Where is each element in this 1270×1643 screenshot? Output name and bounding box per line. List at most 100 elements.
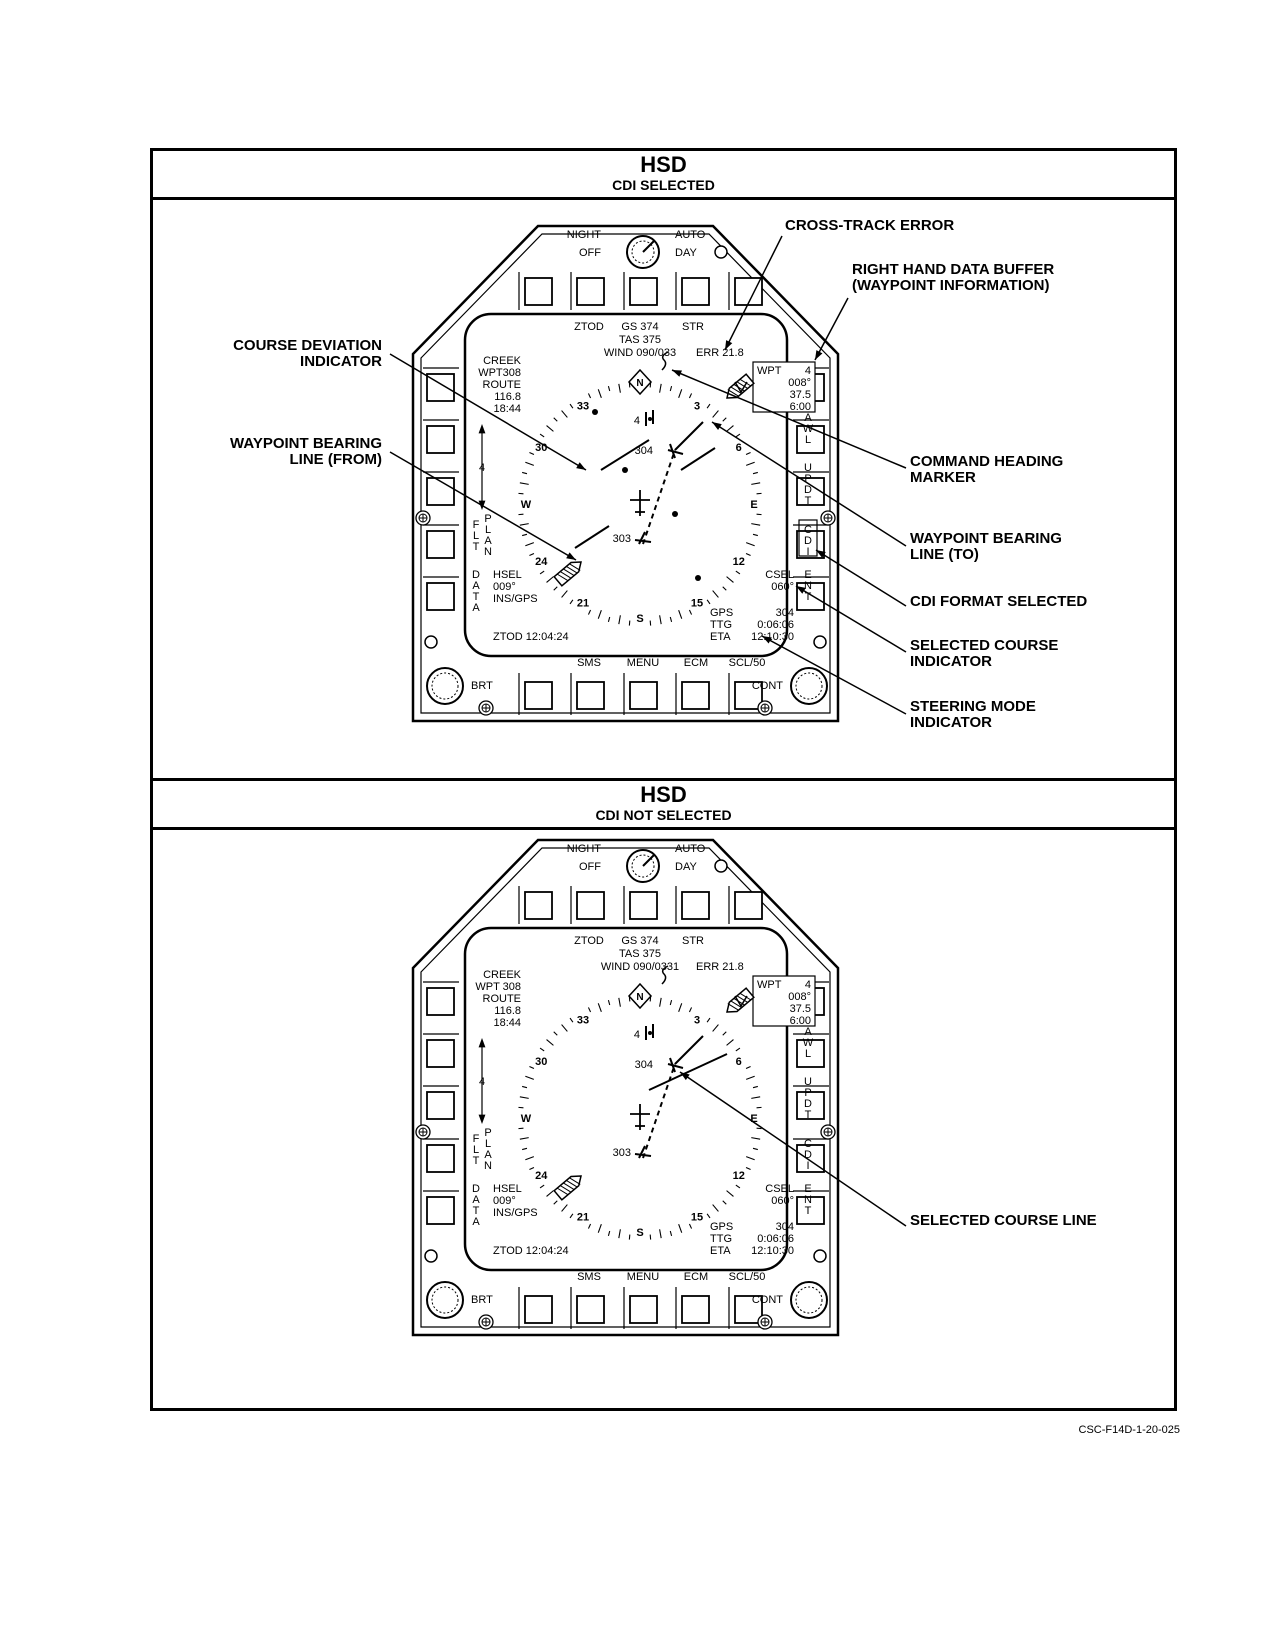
compass-tick (659, 1229, 662, 1239)
compass-north: N (636, 992, 643, 1003)
document-id: CSC-F14D-1-20-025 (1078, 1424, 1180, 1436)
compass-tick (712, 1024, 719, 1032)
callout-bearing-from: WAYPOINT BEARING (230, 435, 382, 452)
callout-leader (814, 297, 849, 361)
compass-tick (539, 1047, 545, 1052)
knob-label-night: NIGHT (567, 229, 602, 241)
compass-tick (525, 461, 535, 466)
bottom-option-0: SMS (577, 657, 601, 669)
pointer-hatch (556, 573, 569, 582)
knob-pointer (642, 240, 655, 253)
brt-label: BRT (471, 680, 493, 692)
light-sensor-icon (714, 859, 728, 873)
indicator-light-icon (813, 635, 827, 649)
right-data-buffer (752, 361, 816, 413)
bezel-button-left (426, 582, 455, 611)
course-number: 4 (634, 415, 640, 427)
compass-tick (618, 1229, 621, 1239)
steering-mode: GPS (710, 607, 733, 619)
compass-tick (529, 552, 535, 557)
compass-tick (519, 482, 529, 485)
option-plan: L (485, 1138, 491, 1150)
bezel-button-left (426, 1091, 455, 1120)
bottom-option-3: SCL/50 (729, 657, 766, 669)
heading-select: HSEL (493, 569, 522, 581)
compass-label: 3 (694, 400, 700, 412)
compass-tick (751, 482, 761, 485)
compass-tick (712, 590, 719, 598)
option-updt: P (804, 1087, 811, 1099)
compass-tick (735, 570, 741, 575)
option-awl: W (803, 423, 814, 435)
compass-tick (722, 1200, 727, 1205)
compass-tick (587, 609, 592, 615)
indicator-light-icon (424, 1249, 438, 1263)
compass-tick (659, 997, 662, 1007)
compass-tick (735, 1184, 741, 1189)
callout-cross-track-error: CROSS-TRACK ERROR (785, 217, 954, 234)
bezel-button-bottom (734, 681, 763, 710)
compass-tick (587, 393, 592, 399)
option-flt: L (473, 1144, 479, 1156)
bezel-button-left (426, 1039, 455, 1068)
pointer-hatch (727, 1003, 739, 1011)
compass-tick (587, 1223, 592, 1229)
option-ent: T (805, 591, 812, 603)
cross-track-error: ERR 21.8 (696, 961, 744, 973)
bezel-button-top (734, 277, 763, 306)
wind-readout: WIND 090/033 (604, 347, 676, 359)
indicator-light-icon (424, 635, 438, 649)
bezel-button-bottom (629, 681, 658, 710)
contrast-knob (795, 1286, 823, 1314)
light-sensor-icon (714, 245, 728, 259)
compass-label: S (636, 1227, 643, 1239)
compass-tick (561, 1024, 568, 1032)
waypoint-data: 116.8 (494, 391, 521, 403)
compass-tick (745, 451, 751, 456)
compass-tick (745, 542, 755, 547)
command-heading-marker (661, 965, 669, 985)
bezel-button-left (426, 1196, 455, 1225)
compass-tick (712, 410, 719, 418)
callout-arrowhead (478, 1038, 486, 1048)
compass-label: W (521, 499, 532, 511)
compass-tick (553, 1031, 558, 1036)
compass-label: 21 (577, 598, 589, 610)
option-data: D (472, 1183, 480, 1195)
compass-tick (553, 586, 558, 591)
waypoint-data: ROUTE (483, 993, 522, 1005)
course-select: 060° (771, 581, 794, 593)
bezel-button-left (426, 477, 455, 506)
course-number: 4 (634, 1029, 640, 1041)
compass-label: 24 (535, 1170, 548, 1182)
route-line (642, 449, 676, 545)
compass-tick (678, 1003, 683, 1013)
option-data: T (473, 1205, 480, 1217)
bezel-button-right (796, 530, 825, 559)
waypoint-data: CREEK (483, 969, 522, 981)
compass-tick (669, 616, 673, 622)
compass-tick (706, 599, 711, 605)
callout-right-data-buffer: (WAYPOINT INFORMATION) (852, 277, 1050, 294)
compass-tick (618, 997, 621, 1007)
callout-leader (761, 635, 907, 715)
bottom-option-3: SCL/50 (729, 1271, 766, 1283)
option-data: T (473, 591, 480, 603)
scale-marker: 4 (479, 1076, 485, 1088)
pointer-hatch (566, 565, 578, 574)
bezel-button-top (734, 891, 763, 920)
option-updt: P (804, 473, 811, 485)
pointer-hatch (560, 1185, 572, 1193)
callout-arrowhead (815, 350, 823, 360)
pointer-hatch (727, 389, 739, 397)
callout-selected-course: SELECTED COURSE (910, 637, 1058, 654)
option-flt: F (473, 1133, 480, 1145)
compass-tick (706, 1017, 711, 1023)
pointer-hatch (739, 378, 752, 387)
bezel-button-right (796, 425, 825, 454)
waypoint-label: 303 (613, 533, 631, 545)
waypoint-bearing-pointer (553, 561, 582, 587)
callout-right-data-buffer: RIGHT HAND DATA BUFFER (852, 261, 1054, 278)
